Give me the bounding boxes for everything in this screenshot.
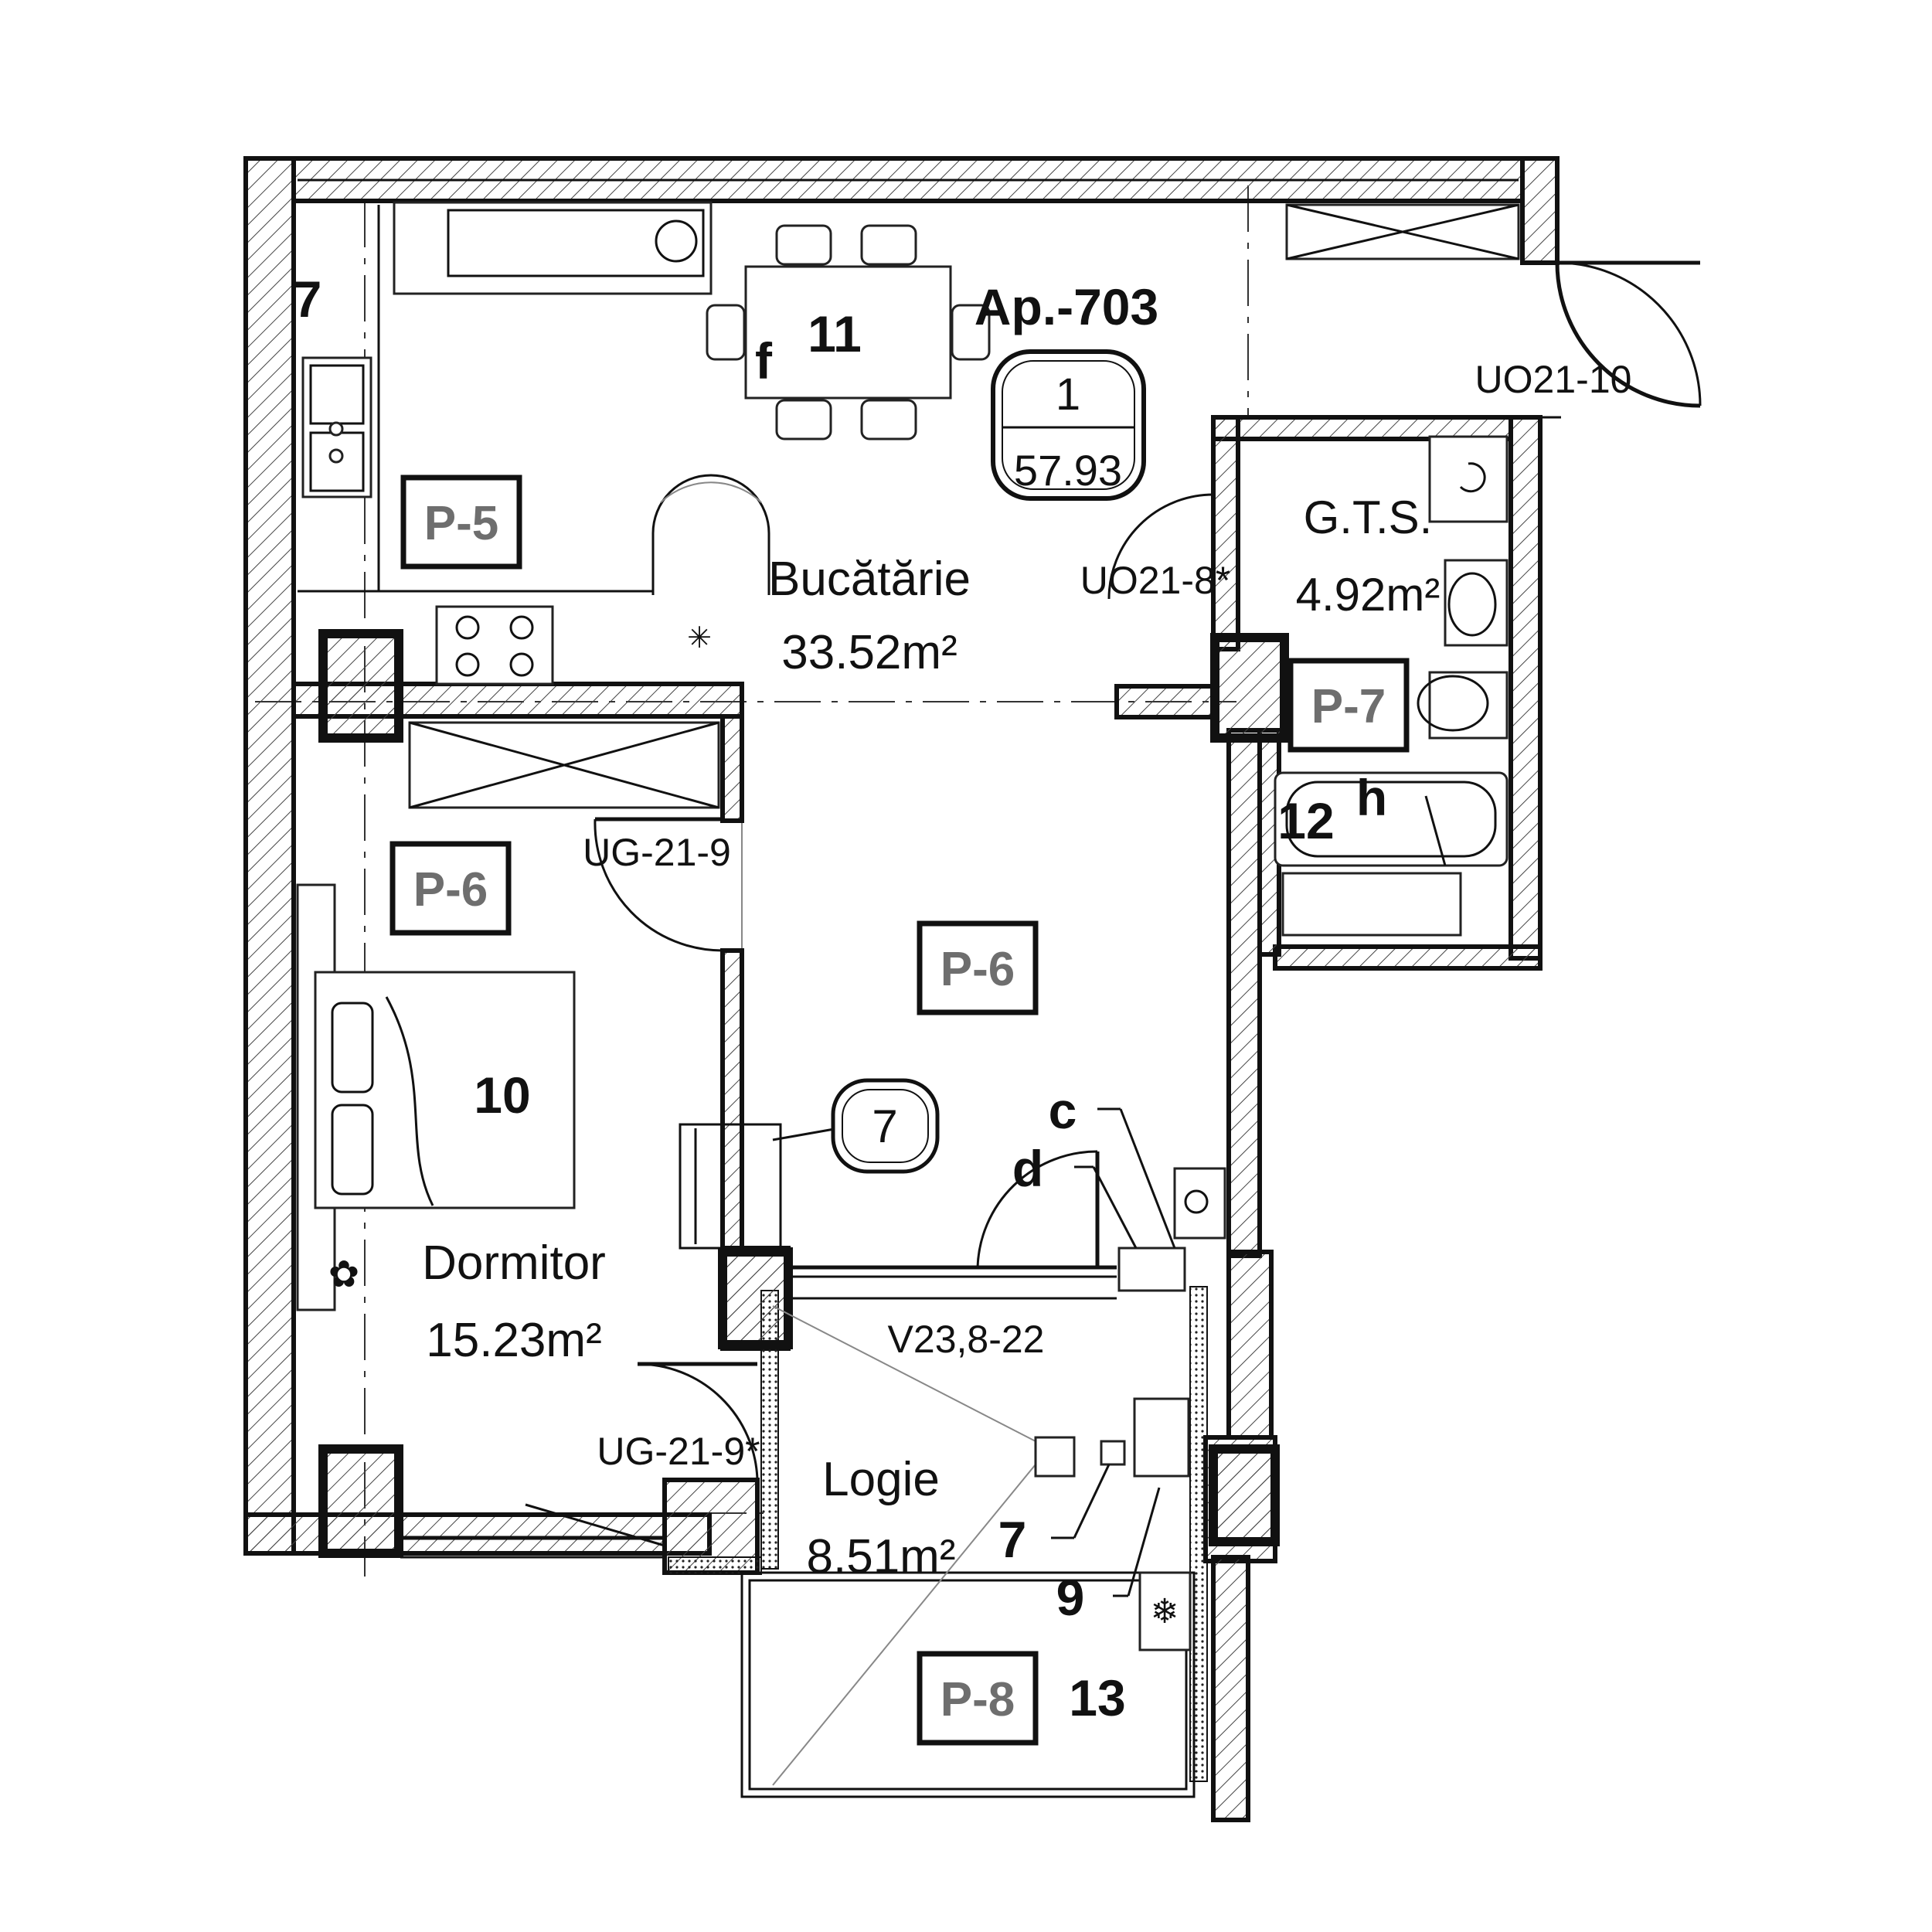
- column-left-bottom: [318, 1444, 403, 1558]
- marker-kitchen-edge: 7: [294, 270, 322, 328]
- finish-tag-hall: P-6: [940, 943, 1015, 996]
- marker-riser-c: c: [1049, 1082, 1077, 1139]
- windows: [400, 1265, 1117, 1559]
- room-area-kitchen: 33.52m²: [781, 626, 957, 679]
- fan-icon: ✳: [687, 622, 712, 655]
- column-loggia: [718, 1247, 793, 1349]
- apartment-number: 1: [1056, 369, 1080, 420]
- ac-unit-icon: ❄: [1151, 1593, 1179, 1631]
- room-name-bedroom: Dormitor: [422, 1236, 606, 1290]
- marker-table: 11: [808, 305, 862, 362]
- finish-tag-bedroom: P-6: [413, 863, 488, 917]
- washing-machine: [1428, 435, 1509, 523]
- wall-entrance: [1520, 156, 1560, 265]
- bed: [314, 971, 576, 1209]
- door-label-bedroom-loggia: UG-21-9*: [597, 1430, 760, 1473]
- wall-hall-right: [1226, 728, 1262, 1258]
- room-name-loggia: Logie: [822, 1453, 940, 1506]
- wall-bath-bottom: [1273, 944, 1543, 971]
- apartment-badge: [991, 349, 1146, 501]
- finish-tag-kitchen: P-5: [424, 497, 498, 550]
- finish-tag-loggia: P-8: [940, 1673, 1015, 1726]
- marker-table-letter: f: [755, 332, 773, 389]
- marker-bed: 10: [474, 1066, 530, 1124]
- door-label-entrance: UO21-10: [1475, 358, 1632, 401]
- marker-riser-d: d: [1012, 1140, 1043, 1197]
- riser-cd: [1117, 1247, 1186, 1292]
- bathtub: [1274, 771, 1509, 867]
- bathroom-fixtures: [1274, 435, 1509, 937]
- marker-loggia-ac: 9: [1056, 1569, 1085, 1626]
- kitchen-furniture: ✳: [298, 201, 1520, 685]
- column-loggia-right: [1209, 1444, 1280, 1546]
- door-label-bedroom: UG-21-9: [583, 831, 731, 874]
- finish-tags: [389, 474, 1410, 1746]
- wall-bedroom-hall-lower: [720, 948, 744, 1254]
- apartment-title: Ap.-703: [975, 278, 1158, 335]
- wall-bottom-left: [243, 1512, 712, 1556]
- apartment-area: 57.93: [1014, 446, 1122, 495]
- wall-bedroom-hall-upper: [720, 714, 744, 823]
- marker-circle: 7: [872, 1100, 897, 1152]
- door-label-bathroom: UO21-8*: [1080, 559, 1231, 602]
- column-left-mid: [318, 629, 403, 743]
- kitchen-hob: [435, 605, 554, 685]
- column-right-mid: [1210, 633, 1289, 743]
- wall-loggia-right: [1226, 1250, 1274, 1440]
- columns: [318, 629, 1289, 1558]
- marker-bath: 12: [1277, 792, 1334, 849]
- wall-stub: [1114, 684, 1219, 719]
- wall-left: [243, 156, 296, 1556]
- window-label-loggia: V23,8-22: [888, 1318, 1045, 1361]
- loggia-items: ❄: [772, 1305, 1192, 1786]
- room-area-loggia: 8.51m²: [807, 1530, 956, 1583]
- room-name-bathroom: G.T.S.: [1304, 492, 1433, 543]
- dining-table: [744, 265, 952, 400]
- room-name-kitchen: Bucătărie: [768, 553, 971, 606]
- wall-loggia-right-lower: [1211, 1555, 1250, 1822]
- plant-icon: ✿: [328, 1254, 359, 1295]
- finish-tag-bathroom: P-7: [1311, 680, 1386, 733]
- doors: [594, 255, 1702, 1481]
- boiler-unit: [1281, 872, 1462, 937]
- marker-loggia: 13: [1069, 1669, 1125, 1726]
- wall-bath-left: [1211, 415, 1240, 651]
- marker-loggia-riser: 7: [998, 1511, 1027, 1568]
- kitchen-upper-unit: [393, 201, 713, 295]
- wall-bath-right: [1509, 415, 1543, 961]
- risers: [1117, 1167, 1226, 1292]
- bedroom-furniture: ✿: [296, 721, 782, 1311]
- room-area-bathroom: 4.92m²: [1296, 569, 1440, 621]
- room-area-bedroom: 15.23m²: [426, 1314, 601, 1367]
- marker-bath-letter: h: [1356, 769, 1387, 826]
